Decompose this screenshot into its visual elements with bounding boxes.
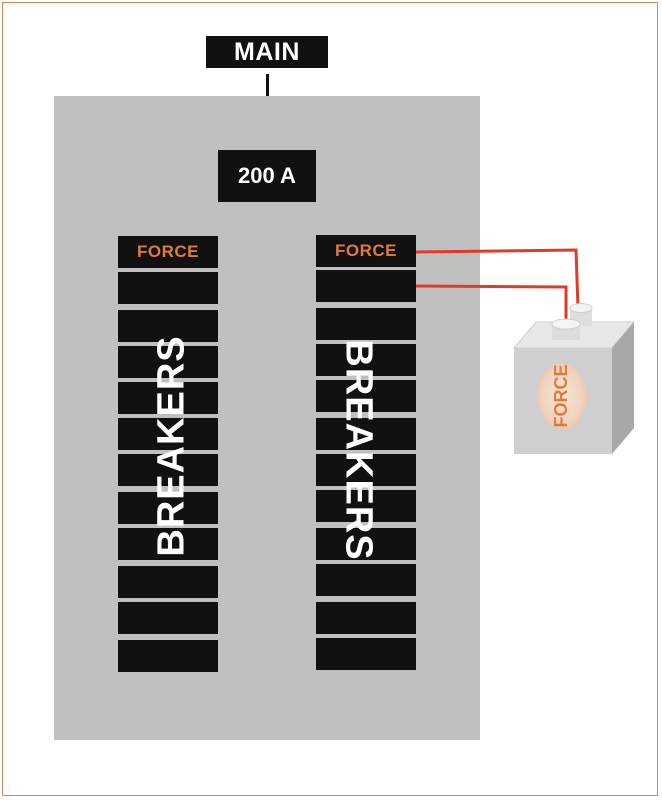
left-breaker-force: FORCE: [118, 236, 218, 268]
device-force-label: FORCE: [551, 365, 571, 428]
right-breaker: [316, 308, 416, 340]
left-breaker: [118, 492, 218, 524]
left-breaker: [118, 310, 218, 342]
main-breaker: 200 A: [218, 150, 316, 202]
left-breaker: [118, 382, 218, 414]
left-breaker: [118, 346, 218, 378]
main-label: MAIN: [206, 36, 328, 68]
right-breaker: [316, 418, 416, 450]
left-breaker: [118, 566, 218, 598]
right-breaker-force: FORCE: [316, 235, 416, 267]
right-breaker: [316, 344, 416, 376]
right-breaker: [316, 528, 416, 560]
right-breaker: [316, 564, 416, 596]
right-breaker: [316, 490, 416, 522]
left-breaker: [118, 528, 218, 560]
right-breaker: [316, 454, 416, 486]
left-breaker: [118, 640, 218, 672]
right-breaker: [316, 380, 416, 412]
left-breaker: [118, 454, 218, 486]
electrical-device-box-icon: [512, 303, 636, 454]
left-breaker: [118, 272, 218, 304]
wire-bottom: [415, 284, 568, 322]
left-breaker: [118, 418, 218, 450]
wire-top: [415, 248, 580, 309]
right-breaker: [316, 270, 416, 302]
right-breaker: [316, 602, 416, 634]
right-breaker: [316, 638, 416, 670]
left-breaker: [118, 602, 218, 634]
